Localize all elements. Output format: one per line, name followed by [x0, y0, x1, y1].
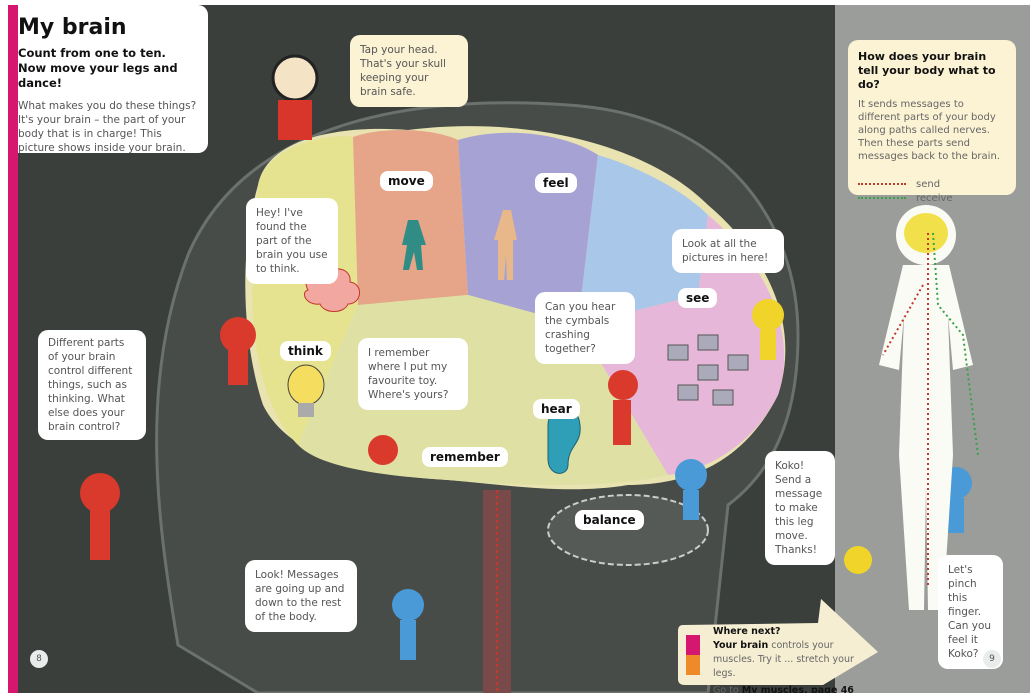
where-next-bold: Your brain [713, 640, 769, 651]
page-title: My brain [18, 15, 127, 40]
info-box: How does your brain tell your body what … [848, 40, 1016, 204]
move-figure-icon [402, 220, 426, 270]
brain-illustration [80, 54, 979, 693]
speech-bubble-cymbals: Can you hear the cymbals crashing togeth… [535, 292, 635, 364]
receive-nerve-path [932, 232, 979, 456]
where-next-body: controls your muscles. Try it ... stretc… [713, 640, 854, 679]
label-think: think [280, 341, 331, 361]
where-next-title: Where next? [713, 626, 781, 637]
where-next-go: Go to [713, 685, 742, 693]
receive-line-icon [858, 197, 906, 199]
send-line-icon [858, 183, 906, 185]
page-number-right: 9 [983, 650, 1001, 668]
label-feel: feel [535, 173, 577, 193]
speech-bubble-think: Hey! I've found the part of the brain yo… [246, 198, 338, 284]
where-next-box[interactable]: Where next? Your brain controls your mus… [673, 597, 883, 693]
page-number-left: 8 [30, 650, 48, 668]
book-spread: My brain Count from one to ten. Now move… [8, 5, 1030, 693]
legend-send-label: send [916, 178, 941, 190]
send-nerve-path [882, 233, 929, 585]
character-girl [271, 54, 319, 140]
page-spine-strip [8, 5, 18, 693]
label-see: see [678, 288, 718, 308]
legend-receive: receive [858, 191, 1006, 205]
legend-send: send [858, 177, 1006, 191]
speech-bubble-skull: Tap your head. That's your skull keeping… [350, 35, 468, 107]
brain-area-orange [353, 129, 468, 305]
label-move: move [380, 171, 433, 191]
where-next-text: Where next? Your brain controls your mus… [713, 625, 873, 693]
arrow-shape [678, 599, 878, 685]
speech-bubble-messages: Look! Messages are going up and down to … [245, 560, 357, 632]
speech-bubble-parts: Different parts of your brain control di… [38, 330, 146, 440]
intro-lead: Count from one to ten. Now move your leg… [18, 46, 178, 90]
body-figure [879, 205, 979, 610]
legend-receive-label: receive [916, 192, 953, 204]
speech-bubble-pictures: Look at all the pictures in here! [672, 229, 784, 273]
speech-bubble-toy: I remember where I put my favourite toy.… [358, 338, 468, 410]
brain-area-blue [578, 155, 708, 325]
label-balance: balance [575, 510, 644, 530]
character-yellow-friend [752, 299, 872, 574]
where-next-link[interactable]: My muscles, page 46 [741, 685, 854, 693]
lightbulb-icon [287, 364, 325, 406]
feel-figure-icon [494, 210, 517, 280]
label-remember: remember [422, 447, 508, 467]
intro-body: What makes you do these things? It's you… [18, 100, 197, 154]
speech-bubble-koko: Koko! Send a message to make this leg mo… [765, 451, 835, 565]
label-hear: hear [533, 399, 580, 419]
info-title: How does your brain tell your body what … [858, 50, 996, 91]
character-koko [80, 317, 638, 560]
intro-box: My brain Count from one to ten. Now move… [8, 5, 208, 154]
picture-frames-icon [667, 334, 749, 406]
info-body: It sends messages to different parts of … [858, 99, 1000, 162]
